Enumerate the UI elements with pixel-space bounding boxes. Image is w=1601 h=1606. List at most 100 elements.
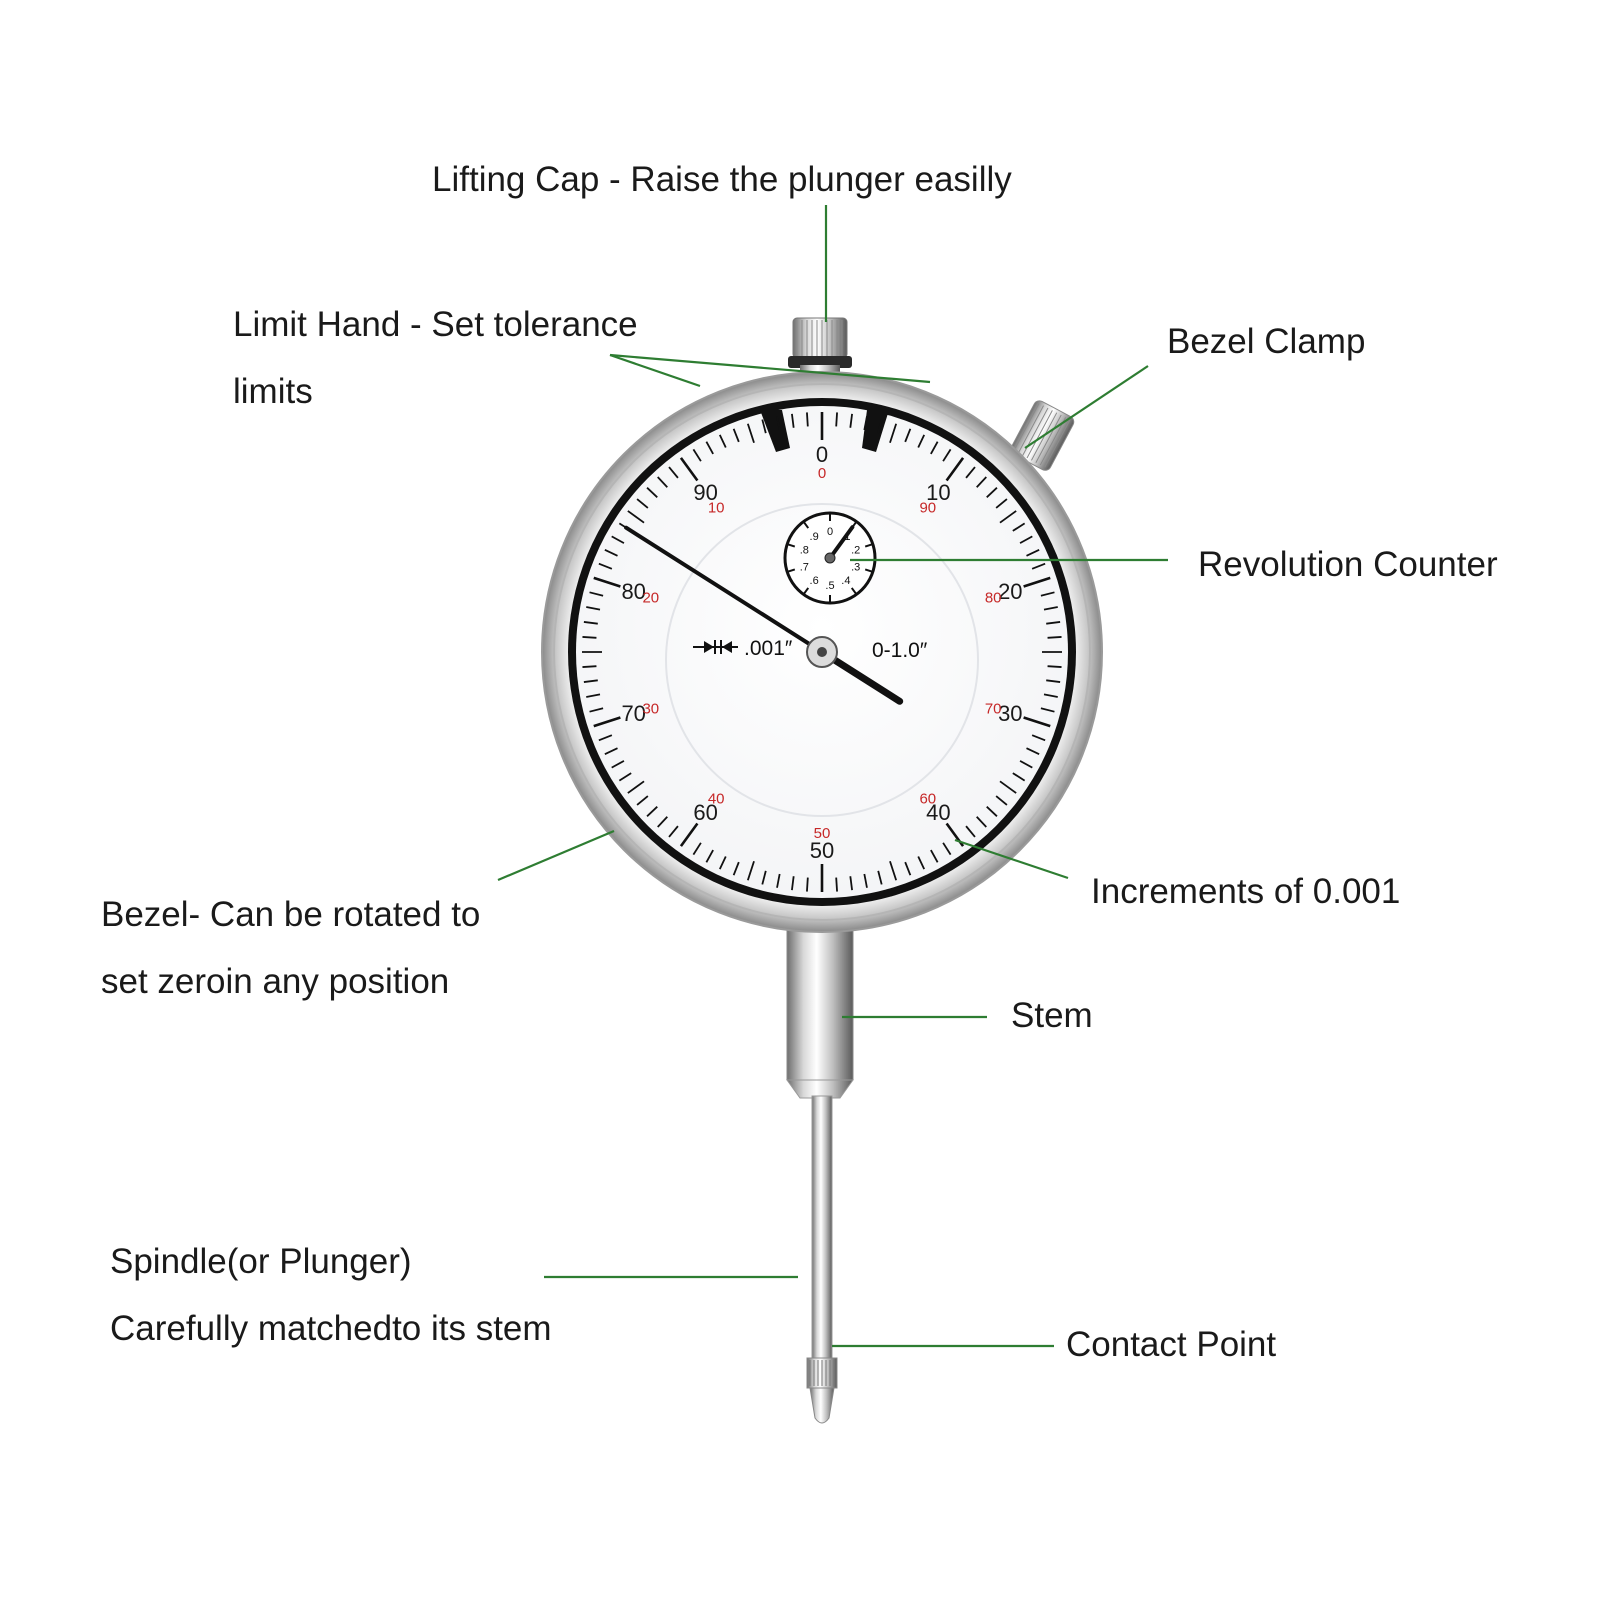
scale-tick	[791, 876, 795, 891]
scale-tick	[1012, 772, 1026, 782]
scale-tick	[705, 849, 714, 863]
scale-tick	[718, 434, 727, 448]
scale-tick	[1047, 636, 1062, 639]
scale-tick	[776, 873, 781, 888]
scale-tick	[1046, 679, 1061, 683]
outer-scale-numbers: 0 10 20 30 40 50 60 70 80 90	[621, 442, 1022, 863]
scale-tick	[582, 636, 597, 639]
scale-tick	[604, 548, 618, 557]
scale-tick	[611, 535, 625, 544]
scale-tick	[986, 487, 998, 498]
counter-tick	[850, 587, 857, 595]
scale-tick	[705, 441, 714, 455]
scale-tick	[598, 562, 613, 570]
scale-tick	[995, 498, 1008, 509]
spindle	[811, 1095, 833, 1359]
scale-tick	[863, 416, 868, 431]
label-spindle: Spindle(or Plunger)	[110, 1242, 412, 1281]
scale-tick	[965, 825, 976, 838]
scale-tick	[1012, 522, 1026, 532]
counter-number: 0	[827, 526, 833, 538]
outer-scale-number: 60	[693, 800, 717, 825]
inner-scale-number: 10	[708, 499, 725, 516]
counter-pointer	[828, 525, 855, 560]
scale-tick	[1040, 591, 1055, 597]
scale-tick	[618, 772, 632, 782]
contact-point	[806, 1357, 838, 1424]
scale-tick	[835, 412, 838, 427]
scale-tick	[942, 842, 952, 856]
label-limit-hand-line2: limits	[233, 372, 313, 411]
scale-tick	[930, 441, 939, 455]
scale-tick	[1019, 535, 1033, 544]
scale-tick	[930, 849, 939, 863]
range-text: 0-1.0″	[872, 639, 928, 662]
scale-tick	[636, 498, 649, 509]
outer-scale-number: 80	[621, 579, 645, 604]
scale-tick	[1047, 665, 1062, 668]
scale-tick	[999, 510, 1017, 524]
scale-tick	[849, 413, 853, 428]
scale-tick	[1031, 562, 1046, 570]
inner-scale-number: 70	[985, 701, 1002, 718]
counter-number: .9	[810, 531, 819, 543]
counter-number: .8	[800, 545, 809, 557]
scale-tick	[776, 416, 781, 431]
scale-tick	[904, 428, 912, 443]
outer-scale-number: 90	[693, 480, 717, 505]
counter-tick	[803, 521, 810, 529]
scale-tick	[746, 423, 755, 444]
inner-scale-number: 40	[708, 791, 725, 808]
inner-scale-number: 30	[642, 701, 659, 718]
scale-tick	[732, 428, 740, 443]
scale-tick	[1023, 716, 1051, 728]
scale-tick	[863, 873, 868, 888]
outer-scale-number: 0	[816, 442, 828, 467]
counter-tick	[864, 568, 873, 573]
scale-tick	[761, 419, 767, 434]
scale-tick	[806, 412, 809, 427]
scale-tick	[668, 825, 679, 838]
scale-tick	[849, 876, 853, 891]
scale-tick	[646, 487, 658, 498]
scale-tick	[1031, 734, 1046, 742]
counter-number: .7	[800, 561, 809, 573]
label-lifting-cap: Lifting Cap - Raise the plunger easilly	[432, 160, 1012, 199]
scale-tick	[889, 860, 898, 881]
resolution-text: .001″	[744, 637, 793, 660]
label-bezel: Bezel- Can be rotated to	[101, 895, 481, 934]
scale-tick	[791, 413, 795, 428]
counter-tick	[787, 543, 796, 548]
scale-tick	[761, 870, 767, 885]
inner-scale-number: 60	[919, 791, 936, 808]
scale-tick	[945, 457, 965, 482]
inner-scale-number: 80	[985, 589, 1002, 606]
resolution-symbol	[693, 640, 738, 654]
inner-scale-number: 20	[642, 589, 659, 606]
counter-number: .6	[810, 575, 819, 587]
counter-number: .5	[825, 580, 834, 592]
scale-tick	[598, 734, 613, 742]
leader-limit-hand-a	[609, 353, 701, 388]
scale-tick	[995, 795, 1008, 806]
label-spindle-line2: Carefully matchedto its stem	[110, 1309, 552, 1348]
inner-scale-number: 0	[818, 465, 826, 482]
leader-increments	[954, 838, 1069, 880]
leader-bezel	[497, 829, 615, 882]
scale-tick	[806, 877, 809, 892]
scale-tick	[965, 466, 976, 479]
scale-tick	[657, 476, 668, 488]
outer-scale-number: 40	[926, 800, 950, 825]
counter-number: .3	[851, 561, 860, 573]
outer-scale-number: 70	[621, 701, 645, 726]
scale-tick	[692, 842, 702, 856]
stem	[786, 911, 854, 1099]
scale-tick	[718, 856, 727, 870]
outer-scale-number: 30	[998, 701, 1022, 726]
scale-tick	[1043, 693, 1058, 698]
scale-tick	[976, 476, 987, 488]
scale-tick	[582, 665, 597, 668]
inner-scale-number: 50	[814, 825, 831, 842]
